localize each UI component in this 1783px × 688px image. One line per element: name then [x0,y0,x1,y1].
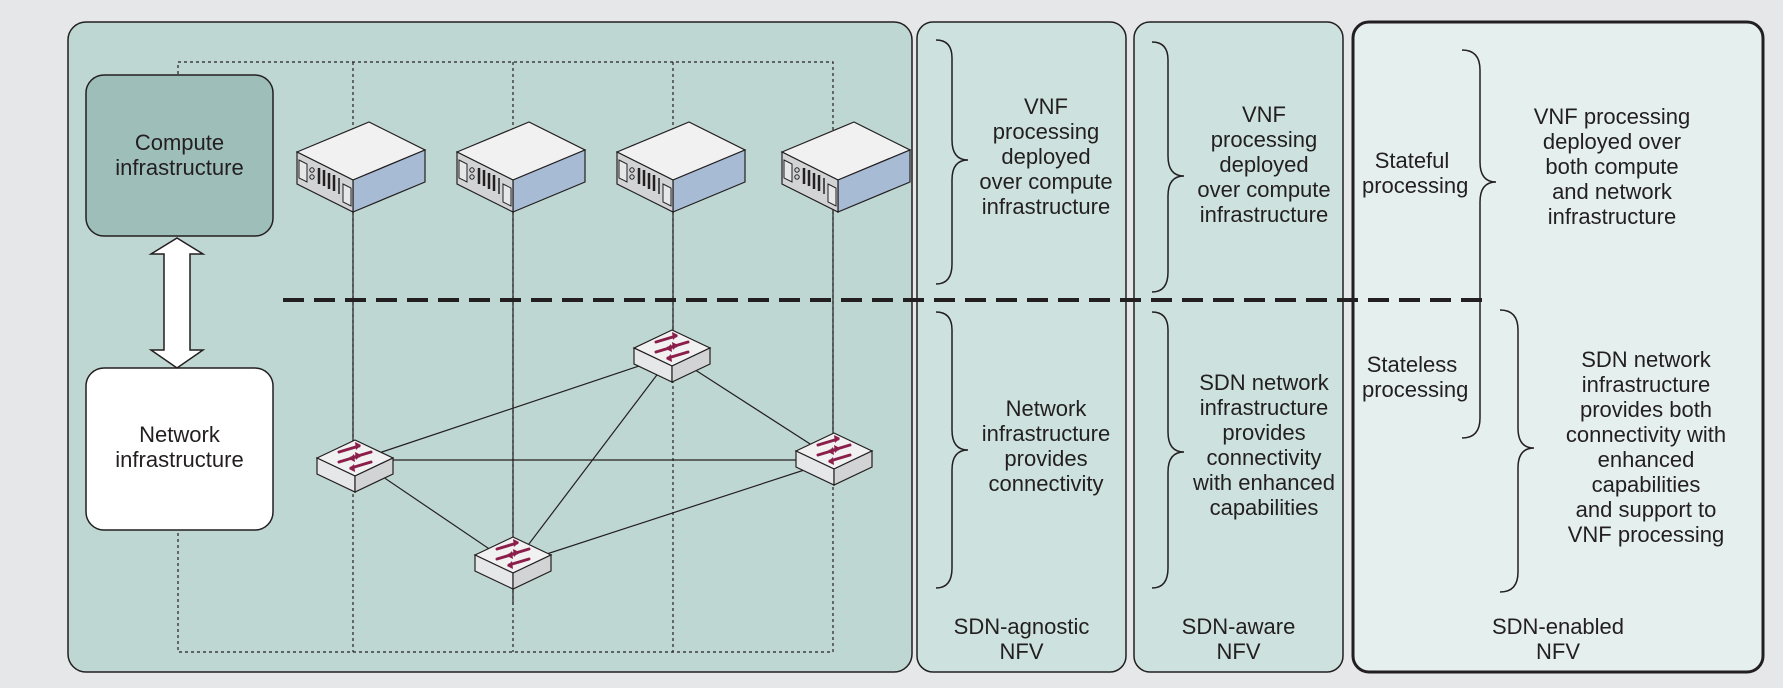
sdn-enabled-nfv-label: SDN-enabled NFV [1491,614,1625,664]
network-infrastructure-box [85,367,274,531]
enabled-bottom-text: SDN network infrastructure provides both… [1565,347,1727,547]
network-infrastructure-label: Network infrastructure [115,422,244,472]
stateful-processing-label: Stateful processing [1362,148,1469,198]
compute-infrastructure-box [85,74,274,237]
curly-brace-icon [935,39,1535,593]
sdn-aware-nfv-label: SDN-aware NFV [1181,614,1296,664]
sdn-agnostic-nfv-label: SDN-agnostic NFV [953,614,1090,664]
aware-top-text: VNF processing deployed over compute inf… [1197,102,1331,227]
agnostic-top-text: VNF processing deployed over compute inf… [979,94,1113,219]
compute-infrastructure-label: Compute infrastructure [115,130,244,180]
double-arrow-icon [148,237,206,369]
aware-bottom-text: SDN network infrastructure provides conn… [1193,370,1335,520]
sdn-enabled-column [1351,20,1765,674]
stateless-processing-label: Stateless processing [1362,352,1469,402]
sdn-aware-column [1133,21,1344,673]
sdn-agnostic-column [916,21,1127,673]
switch-links [357,354,836,566]
agnostic-bottom-text: Network infrastructure provides connecti… [981,396,1111,496]
enabled-top-text: VNF processing deployed over both comput… [1533,104,1691,229]
